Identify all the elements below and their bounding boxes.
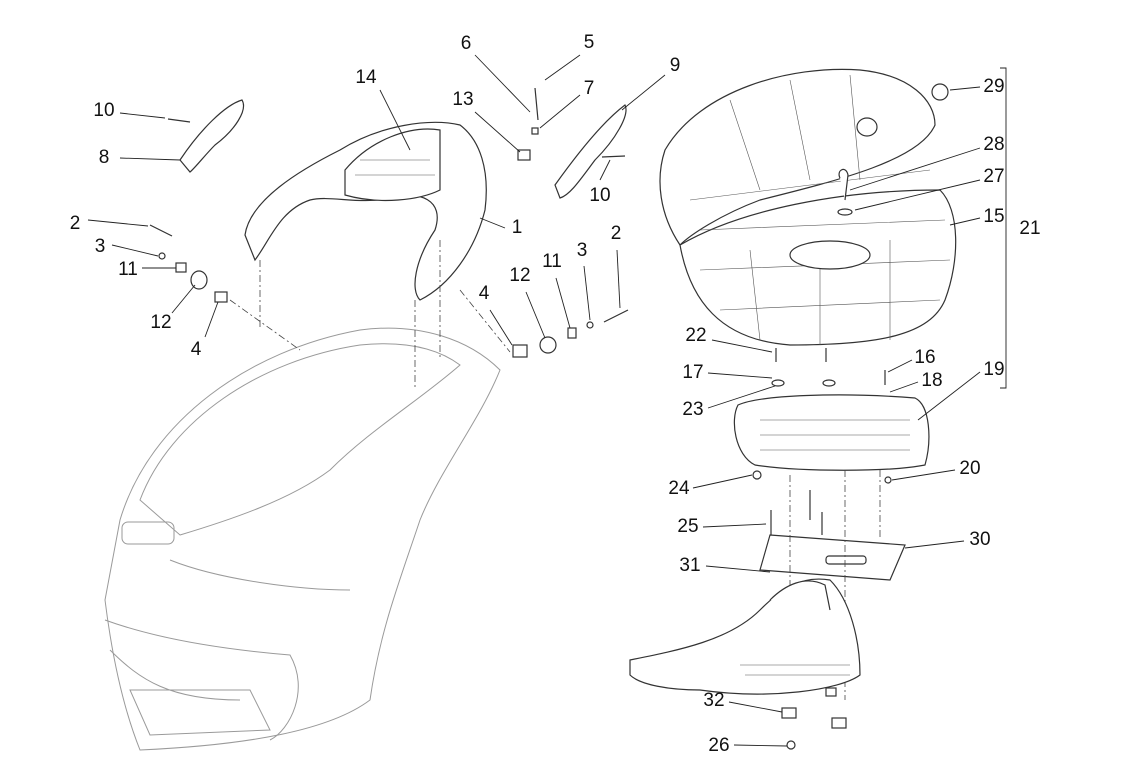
- callout-11b: 11: [542, 251, 562, 272]
- callout-16: 16: [914, 347, 935, 368]
- callout-12: 12: [150, 312, 171, 333]
- callout-4b: 4: [479, 283, 490, 304]
- rear-grab-cowl: [244, 121, 487, 301]
- callout-2: 2: [70, 213, 81, 234]
- callout-31: 31: [679, 555, 700, 576]
- callout-20: 20: [959, 458, 980, 479]
- callout-23: 23: [682, 399, 703, 420]
- callout-10b: 10: [589, 185, 610, 206]
- callout-17: 17: [682, 362, 703, 383]
- rear-body-panel: [104, 327, 501, 751]
- callout-30: 30: [969, 529, 990, 550]
- callout-1: 1: [512, 217, 523, 238]
- callout-28: 28: [983, 134, 1004, 155]
- callout-labels: 10 8 14 6 5 7 9 13 10 1 2 3 11 12 4 4 12…: [70, 32, 1041, 756]
- callout-10: 10: [93, 100, 114, 121]
- callout-5: 5: [584, 32, 595, 53]
- mounting-plate: [733, 348, 930, 700]
- callout-6: 6: [461, 33, 472, 54]
- top-case: [659, 68, 957, 346]
- callout-7: 7: [584, 78, 595, 99]
- callout-4: 4: [191, 339, 202, 360]
- callout-22: 22: [685, 325, 706, 346]
- callout-11: 11: [118, 259, 138, 280]
- callout-9: 9: [670, 55, 681, 76]
- reflector-detail: [121, 521, 175, 545]
- callout-3b: 3: [577, 240, 588, 261]
- callout-3: 3: [95, 236, 106, 257]
- callout-14: 14: [355, 67, 377, 88]
- grab-handle-left: [179, 99, 244, 173]
- callout-2b: 2: [611, 223, 622, 244]
- callout-19: 19: [983, 359, 1004, 380]
- hardware-right: [167, 87, 629, 358]
- callout-24: 24: [668, 478, 690, 499]
- callout-12b: 12: [509, 265, 530, 286]
- callout-25: 25: [677, 516, 698, 537]
- callout-27: 27: [983, 166, 1004, 187]
- callout-32: 32: [703, 690, 724, 711]
- callout-26: 26: [708, 735, 729, 756]
- callout-29: 29: [983, 76, 1004, 97]
- callout-13: 13: [452, 89, 473, 110]
- hardware-left: [149, 224, 441, 390]
- callout-15: 15: [983, 206, 1004, 227]
- callout-21: 21: [1019, 218, 1040, 239]
- callout-18: 18: [921, 370, 942, 391]
- leader-lines: [87, 54, 981, 747]
- callout-8: 8: [99, 147, 110, 168]
- grab-handle-right: [554, 104, 627, 199]
- assembly-bracket: [1000, 67, 1007, 389]
- luggage-rack: [629, 578, 861, 750]
